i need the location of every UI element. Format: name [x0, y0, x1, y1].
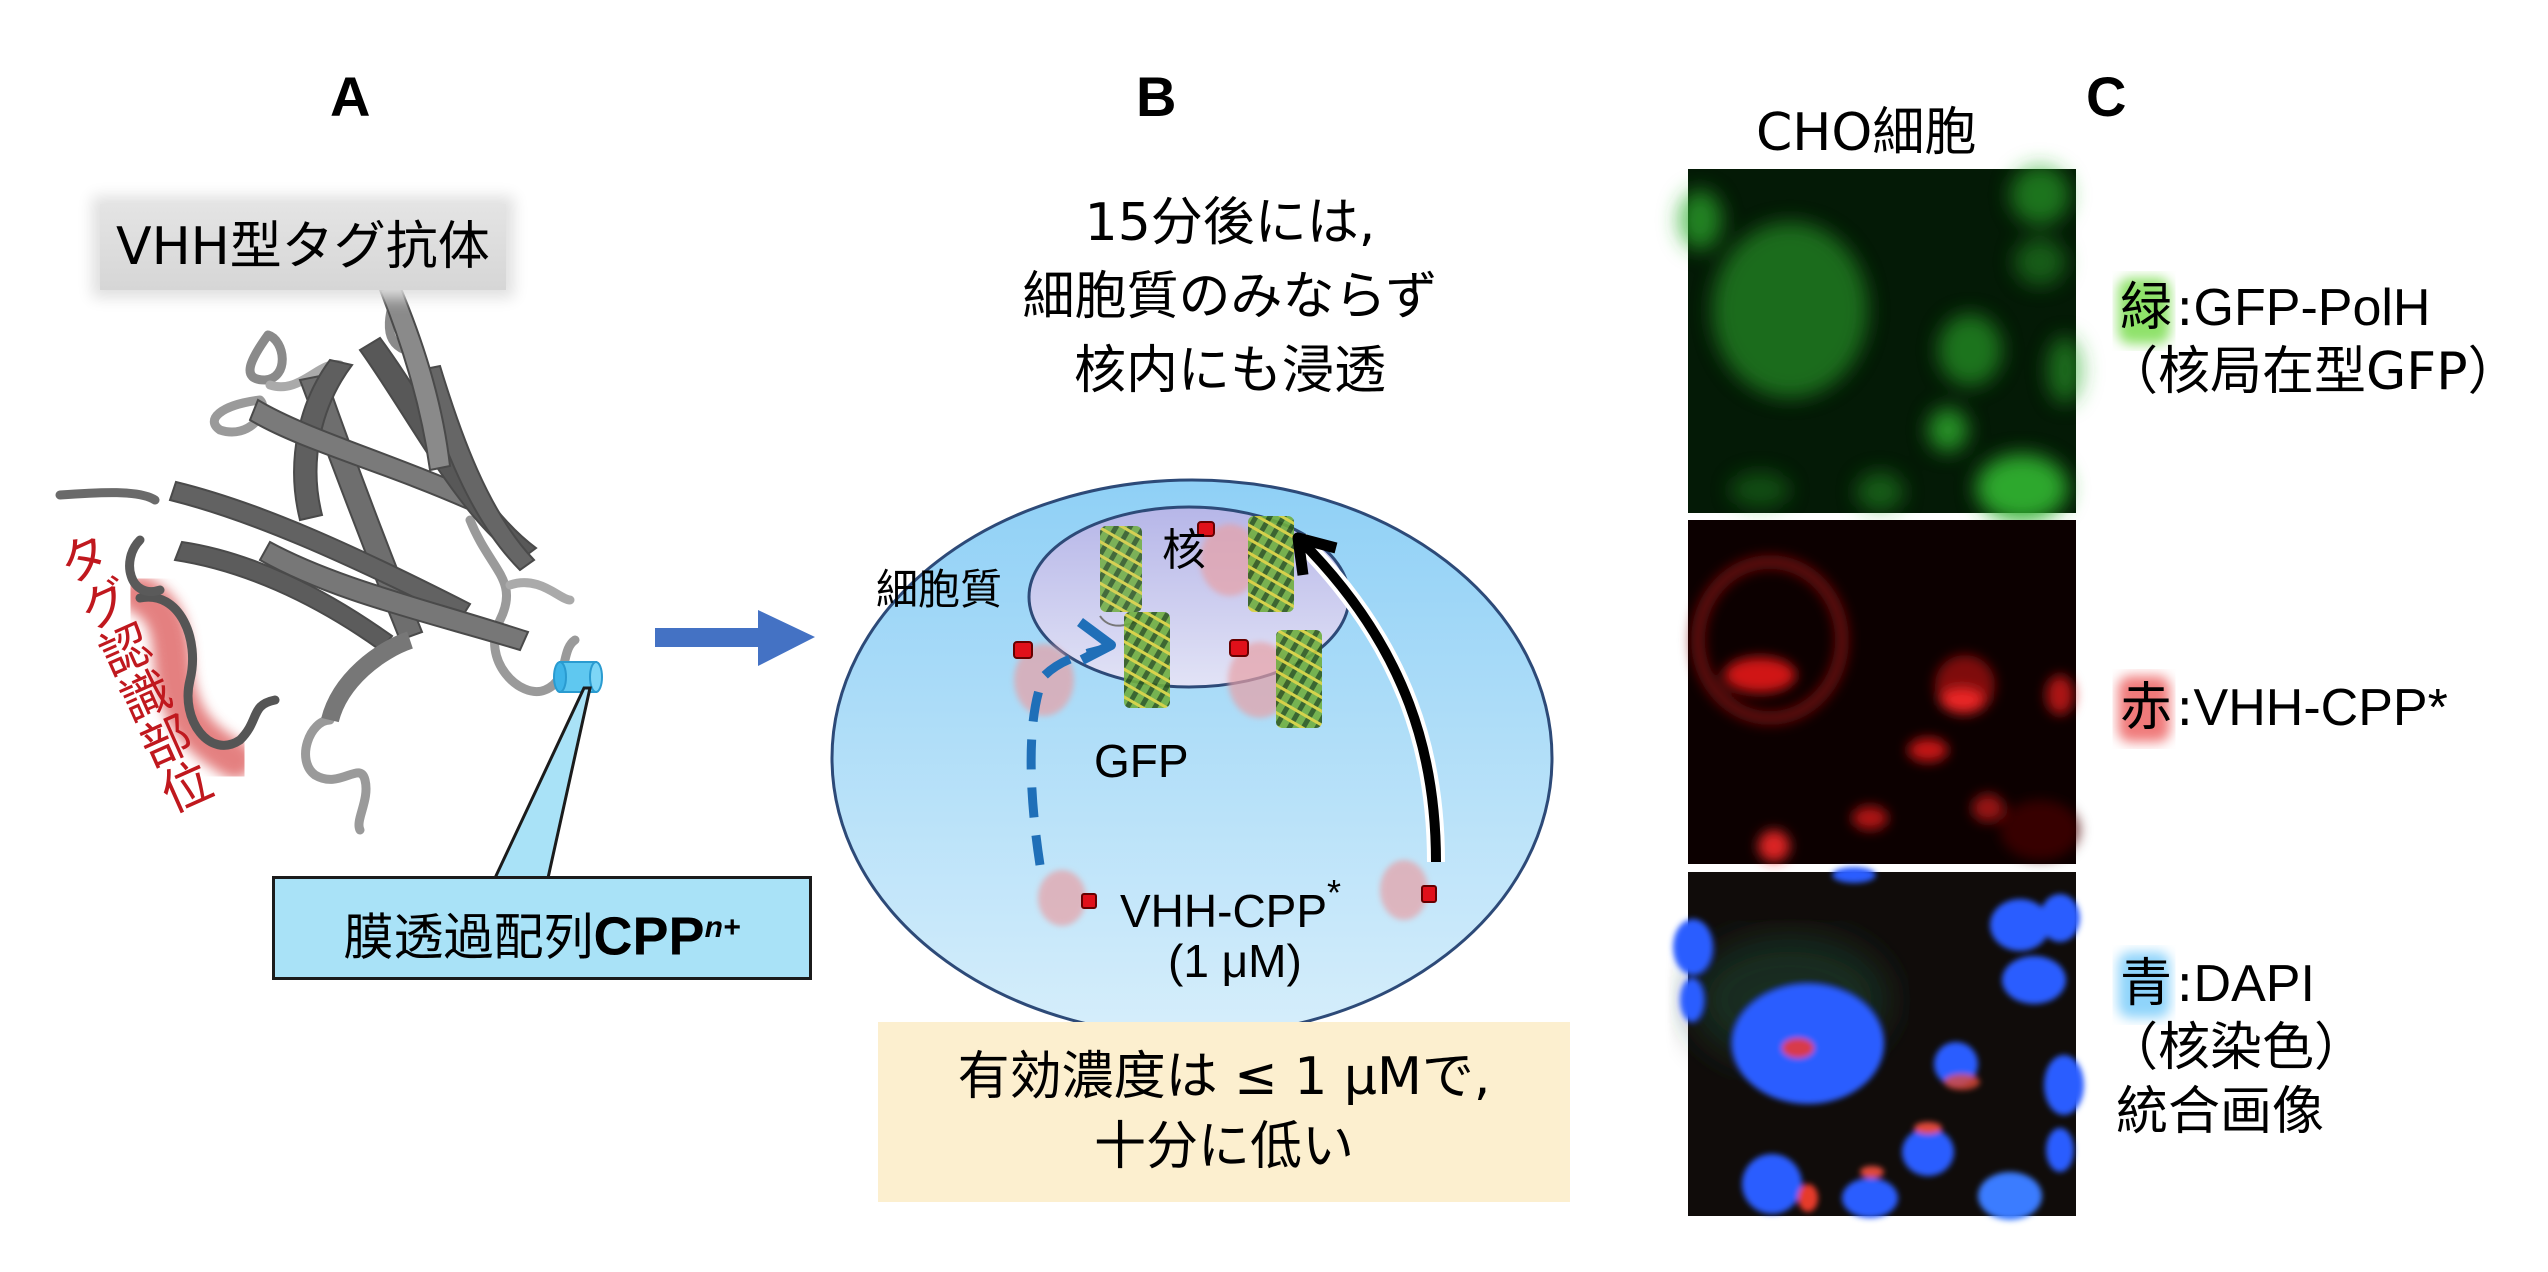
- gfp-molecule-nucleus-left: [1099, 526, 1143, 627]
- cpp-callout-pointer: [492, 686, 592, 880]
- cpp-callout-box: 膜透過配列CPPn+: [272, 876, 812, 980]
- cpp-callout-name: CPP: [593, 906, 705, 967]
- vhh-gfp-complex-cytoplasm: [1228, 630, 1322, 728]
- panel-label-c: C: [2086, 65, 2127, 128]
- legend-key-red: 赤: [2120, 678, 2173, 738]
- red-fluorescence-image: [1688, 520, 2080, 864]
- nucleus-arrow-head: [1292, 532, 1338, 576]
- legend-channel-name: GFP-PolH: [2193, 279, 2431, 337]
- cytoplasm-entry-arrow: [1026, 645, 1102, 866]
- legend-key-blue: 青: [2120, 954, 2173, 1014]
- panel-label-b: B: [1136, 65, 1177, 128]
- conclusion-line: 有効濃度は ≤ 1 μMで,: [957, 1047, 1491, 1107]
- description-line: 核内にも浸透: [1073, 341, 1386, 401]
- legend-channel-name: VHH-CPP*: [2193, 679, 2448, 737]
- description-line: 細胞質のみならず: [1022, 267, 1438, 327]
- vhh-cpp-molecule-left: [1038, 870, 1097, 926]
- green-key-glow: [2118, 278, 2170, 344]
- nucleus-arrow-line: [1296, 536, 1441, 863]
- cytoplasm-label: 細胞質: [876, 565, 1003, 614]
- legend-separator: :: [2176, 678, 2194, 738]
- legend-separator: :: [2176, 278, 2194, 338]
- nucleus-label: 核: [1162, 525, 1206, 576]
- red-key-glow: [2118, 676, 2170, 742]
- merged-fluorescence-image: [1673, 867, 2084, 1220]
- conclusion-box: 有効濃度は ≤ 1 μMで, 十分に低い: [878, 1022, 1570, 1202]
- cpp-callout-superscript: n+: [704, 911, 741, 944]
- cell-line-title: CHO細胞: [1756, 103, 1977, 163]
- gfp-molecule-cytoplasm: [1124, 612, 1170, 708]
- right-arrow-icon: [655, 610, 815, 666]
- legend-note: （核局在型GFP）: [2106, 342, 2520, 402]
- reagent-label: VHH-CPP*: [1120, 872, 1341, 938]
- dashed-arrow-head: [1077, 617, 1116, 665]
- legend-note: （核染色）: [2106, 1018, 2367, 1078]
- reagent-superscript: *: [1327, 872, 1342, 913]
- vhh-protein-structure: [55, 275, 603, 880]
- gfp-label: GFP: [1094, 735, 1189, 787]
- legend-key-green: 緑: [2120, 278, 2173, 338]
- legend-green: 緑:GFP-PolH （核局在型GFP）: [2106, 276, 2520, 404]
- legend-separator: :: [2176, 954, 2194, 1014]
- reagent-concentration: (1 μM): [1168, 935, 1302, 987]
- legend-channel-name: DAPI: [2193, 955, 2315, 1013]
- conclusion-line: 十分に低い: [1093, 1117, 1354, 1177]
- description-line: 15分後には,: [1084, 193, 1376, 253]
- vhh-cpp-molecule-right: [1380, 860, 1437, 920]
- legend-blue: 青:DAPI （核染色） 統合画像: [2106, 952, 2366, 1144]
- panel-label-a: A: [330, 65, 371, 128]
- legend-note-merged: 統合画像: [2116, 1082, 2325, 1142]
- antibody-title: VHH型タグ抗体: [100, 204, 506, 290]
- reagent-name: VHH-CPP: [1120, 885, 1328, 937]
- legend-red: 赤:VHH-CPP*: [2116, 676, 2448, 740]
- cpp-callout-prefix: 膜透過配列: [343, 908, 594, 967]
- cell-diagram: [830, 478, 1554, 1038]
- panel-b-description: 15分後には, 細胞質のみならず 核内にも浸透: [900, 186, 1560, 408]
- vhh-gfp-complex-nucleus: [1197, 516, 1294, 612]
- green-fluorescence-image: [1678, 165, 2083, 522]
- cpp-cylinder-icon: [553, 661, 603, 693]
- blue-key-glow: [2118, 952, 2170, 1018]
